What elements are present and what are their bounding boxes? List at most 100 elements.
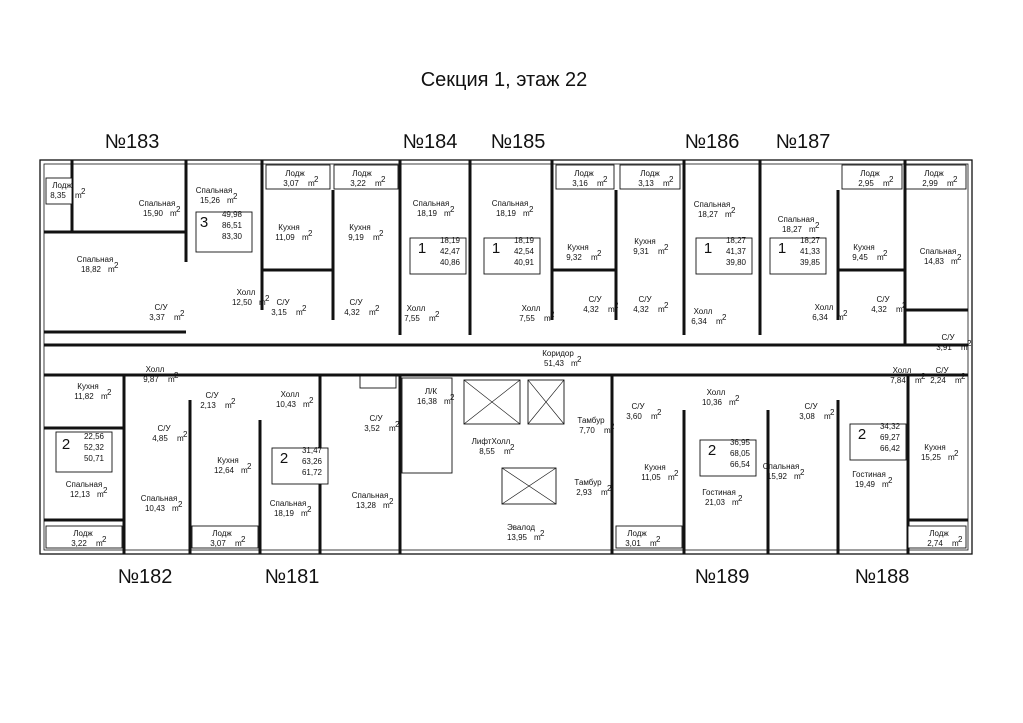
room-area-unit: m — [948, 453, 955, 462]
room-name: С/У — [205, 391, 219, 400]
room-area: 16,38 — [417, 397, 438, 406]
apartment-number: №181 — [265, 566, 320, 588]
room-name: Спальная — [352, 491, 389, 500]
room-name: Гостиная — [702, 488, 736, 497]
room-area: 11,05 — [641, 473, 661, 482]
room-area-unit: m — [608, 305, 615, 314]
room-area-unit-exponent: 2 — [450, 393, 455, 402]
room-area-unit: m — [663, 179, 670, 188]
room-area-unit-exponent: 2 — [921, 372, 926, 381]
room-area-unit-exponent: 2 — [81, 187, 86, 196]
room-area-unit-exponent: 2 — [843, 309, 848, 318]
room-area: 18,82 — [81, 265, 102, 274]
apartment-number: №188 — [855, 566, 910, 588]
summary-area-line: 18,27 — [800, 236, 821, 245]
room-area-unit-exponent: 2 — [957, 253, 962, 262]
room-area: 15,26 — [200, 196, 221, 205]
room-area: 7,55 — [519, 314, 535, 323]
room-area-unit: m — [97, 490, 104, 499]
room-area-unit-exponent: 2 — [800, 468, 805, 477]
room-name: С/У — [349, 298, 363, 307]
summary-area-line: 41,37 — [726, 247, 747, 256]
room-area-unit-exponent: 2 — [815, 221, 820, 230]
loggias — [45, 164, 967, 549]
apartment-number: №182 — [118, 566, 173, 588]
room-area-unit: m — [170, 209, 177, 218]
elevator-core — [359, 375, 565, 505]
room-area-unit-exponent: 2 — [961, 372, 966, 381]
summary-area-line: 42,47 — [440, 247, 461, 256]
summary-area-line: 69,27 — [880, 433, 901, 442]
room-area-unit: m — [794, 472, 801, 481]
room-area-unit: m — [837, 313, 844, 322]
room-name: С/У — [631, 402, 645, 411]
room-area: 18,27 — [698, 210, 719, 219]
room-area: 2,99 — [922, 179, 938, 188]
room-area-unit-exponent: 2 — [510, 443, 515, 452]
room-area: 3,01 — [625, 539, 641, 548]
room-area: 3,91 — [936, 343, 952, 352]
room-area-unit-exponent: 2 — [614, 301, 619, 310]
apartment-number: №185 — [491, 131, 546, 153]
room-name: Лодж — [73, 529, 93, 538]
room-area-unit: m — [227, 196, 234, 205]
room-area-unit-exponent: 2 — [103, 486, 108, 495]
room-name: Кухня — [853, 243, 874, 252]
room-area-unit-exponent: 2 — [174, 371, 179, 380]
room-area-unit-exponent: 2 — [375, 304, 380, 313]
room-area-unit: m — [668, 473, 675, 482]
room-area-unit-exponent: 2 — [610, 422, 615, 431]
room-name: С/У — [588, 295, 602, 304]
room-area-unit: m — [174, 313, 181, 322]
apartment-number: №186 — [685, 131, 740, 153]
summary-area-line: 39,80 — [726, 258, 747, 267]
room-area-unit-exponent: 2 — [664, 243, 669, 252]
room-area: 3,07 — [210, 539, 226, 548]
room-area: 3,16 — [572, 179, 588, 188]
room-name: Лодж — [352, 169, 372, 178]
summary-area-line: 49,98 — [222, 210, 243, 219]
room-area: 4,32 — [583, 305, 599, 314]
room-name: Спальная — [778, 215, 815, 224]
room-area-unit: m — [729, 398, 736, 407]
room-name: Кухня — [634, 237, 655, 246]
room-name: Лодж — [627, 529, 647, 538]
summary-area-line: 41,33 — [800, 247, 821, 256]
room-area-unit-exponent: 2 — [722, 313, 727, 322]
room-area-unit: m — [444, 397, 451, 406]
summary-area-line: 83,30 — [222, 232, 243, 241]
lower-partitions — [44, 375, 968, 554]
room-area: 18,19 — [496, 209, 517, 218]
stair-block — [401, 377, 453, 474]
room-area-unit-exponent: 2 — [954, 449, 959, 458]
room-area-unit-exponent: 2 — [607, 484, 612, 493]
room-area-unit: m — [383, 501, 390, 510]
room-name: Спальная — [139, 199, 176, 208]
room-area: 18,19 — [274, 509, 295, 518]
summary-area-line: 50,71 — [84, 454, 105, 463]
room-area-unit: m — [732, 498, 739, 507]
room-area-unit-exponent: 2 — [233, 192, 238, 201]
room-area-unit: m — [101, 392, 108, 401]
room-area: 15,25 — [921, 453, 942, 462]
room-area: 8,55 — [479, 447, 495, 456]
room-name: Кухня — [924, 443, 945, 452]
room-area-unit: m — [108, 265, 115, 274]
room-name: Спальная — [492, 199, 529, 208]
summary-room-count: 2 — [280, 450, 288, 467]
room-area-unit-exponent: 2 — [958, 535, 963, 544]
room-area: 3,15 — [271, 308, 287, 317]
room-name: Лодж — [929, 529, 949, 538]
room-area: 2,93 — [576, 488, 592, 497]
room-name: Кухня — [349, 223, 370, 232]
room-area-unit-exponent: 2 — [830, 408, 835, 417]
room-area-unit: m — [235, 539, 242, 548]
room-area-unit-exponent: 2 — [241, 535, 246, 544]
room-name: Спальная — [66, 480, 103, 489]
room-area-unit: m — [955, 376, 962, 385]
room-area-unit: m — [716, 317, 723, 326]
room-area-unit-exponent: 2 — [657, 408, 662, 417]
summary-room-count: 3 — [200, 214, 208, 231]
room-area-unit: m — [96, 539, 103, 548]
room-area-unit-exponent: 2 — [967, 339, 972, 348]
